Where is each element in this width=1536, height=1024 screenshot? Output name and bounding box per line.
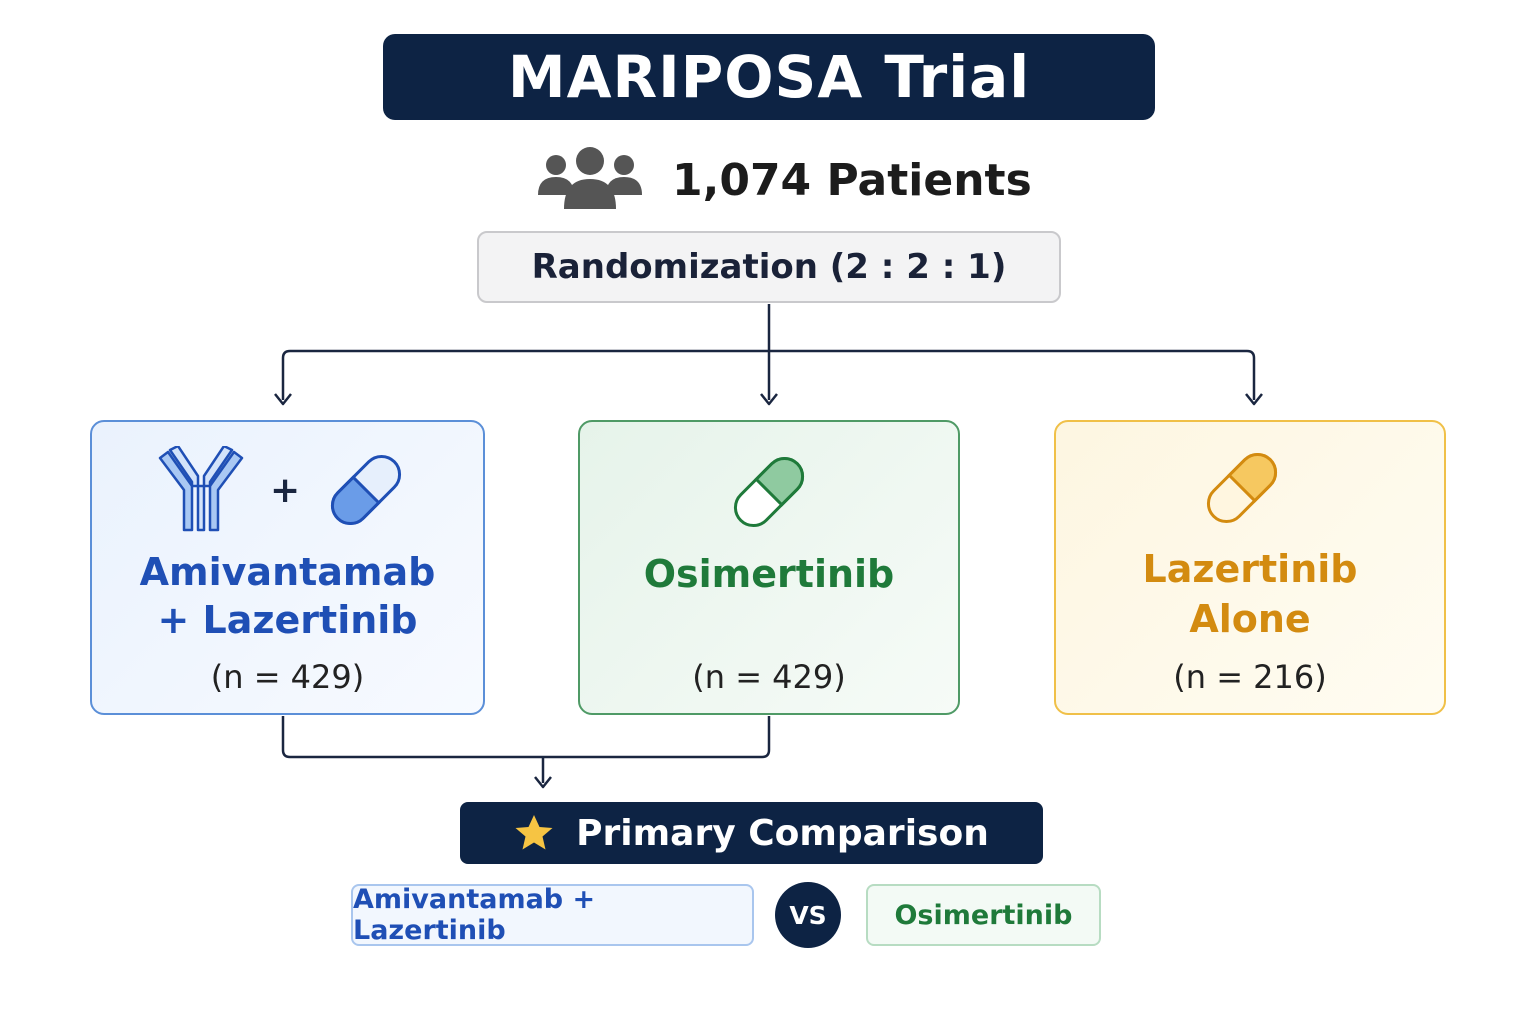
arrow-head-left <box>274 393 292 406</box>
arm-a-name-line2: + Lazertinib <box>157 598 418 642</box>
capsule-icon <box>326 448 406 536</box>
arm-a-n: (n = 429) <box>210 658 365 696</box>
patients-count: 1,074 Patients <box>672 154 1032 206</box>
randomization-box: Randomization (2 : 2 : 1) <box>477 231 1061 303</box>
arm-amivantamab-lazertinib <box>90 420 485 715</box>
arm-b-n: (n = 429) <box>692 658 846 696</box>
star-icon <box>514 814 554 852</box>
arrow-head-right <box>1245 393 1263 406</box>
arrow-head-center <box>760 393 778 406</box>
patients-row: 1,074 Patients <box>536 140 1032 220</box>
arm-c-n: (n = 216) <box>1173 658 1327 696</box>
arm-b-name: Osimertinib <box>643 552 895 596</box>
primary-comparison-label: Primary Comparison <box>576 812 989 854</box>
arm-a-name-line1: Amivantamab <box>139 550 436 594</box>
arrow-head-primary <box>534 776 552 789</box>
vs-badge: VS <box>775 882 841 948</box>
comparison-right: Osimertinib <box>866 884 1101 946</box>
trial-title: MARIPOSA Trial <box>383 34 1155 120</box>
arm-c-name-line2: Alone <box>1189 597 1311 641</box>
people-group-icon <box>536 145 644 215</box>
connector-merge <box>281 716 771 759</box>
comparison-left: Amivantamab + Lazertinib <box>351 884 754 946</box>
plus-sign: + <box>270 470 301 511</box>
capsule-icon <box>1202 446 1282 534</box>
capsule-icon <box>729 450 809 538</box>
arm-c-name-line1: Lazertinib <box>1142 547 1358 591</box>
antibody-icon <box>156 444 246 538</box>
connector-branch <box>281 349 1256 400</box>
primary-comparison-box: Primary Comparison <box>460 802 1043 864</box>
